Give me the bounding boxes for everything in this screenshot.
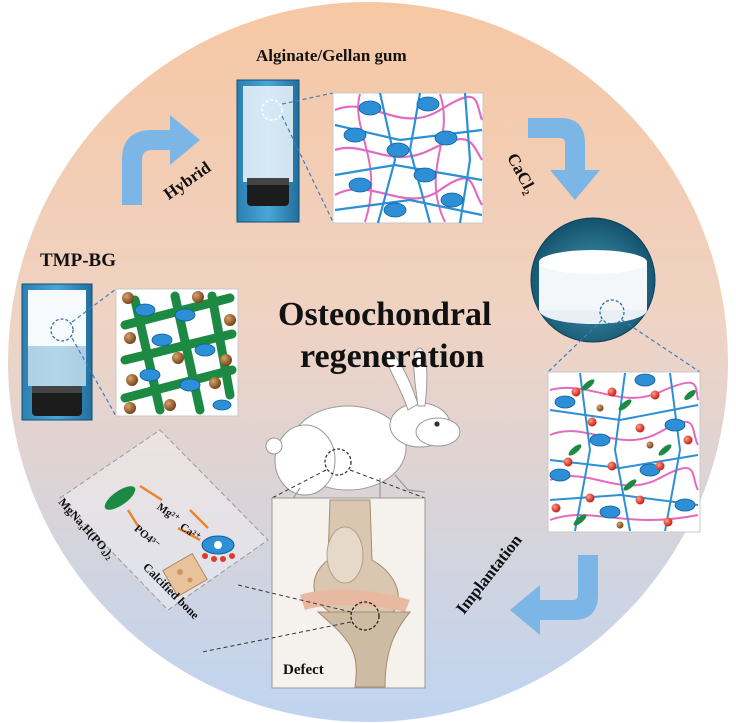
calcified-bone-icon — [162, 552, 208, 598]
knee-zoom-circle — [324, 448, 352, 476]
zoom-circle-disk — [599, 299, 625, 325]
knee-joint-icon — [271, 497, 426, 689]
tmp-bg-tube-photo — [21, 283, 93, 421]
curved-arrow-icon — [122, 115, 200, 205]
tmp-bg-label: TMP-BG — [40, 250, 116, 271]
hydrogel-disk-photo — [530, 217, 656, 343]
ion-release-panel — [59, 429, 269, 611]
defect-zoom-circle — [350, 601, 380, 631]
tmp-bg-network-box — [115, 288, 239, 417]
alginate-label: Alginate/Gellan gum — [256, 46, 407, 65]
rabbit-icon — [265, 347, 461, 505]
alginate-network-box — [332, 92, 484, 224]
curved-arrow-icon — [510, 555, 598, 635]
page-title-line-1: Osteochondral — [278, 296, 492, 333]
curved-arrow-icon — [528, 118, 600, 200]
zoom-circle-alginate — [261, 99, 283, 121]
background-circle — [8, 2, 728, 722]
crosslinked-network-box — [547, 371, 701, 533]
zoom-circle-tmp-bg — [50, 318, 74, 342]
page-title-line-2: regeneration — [300, 338, 485, 375]
defect-label: Defect — [283, 662, 324, 678]
cell-icon — [201, 535, 235, 562]
